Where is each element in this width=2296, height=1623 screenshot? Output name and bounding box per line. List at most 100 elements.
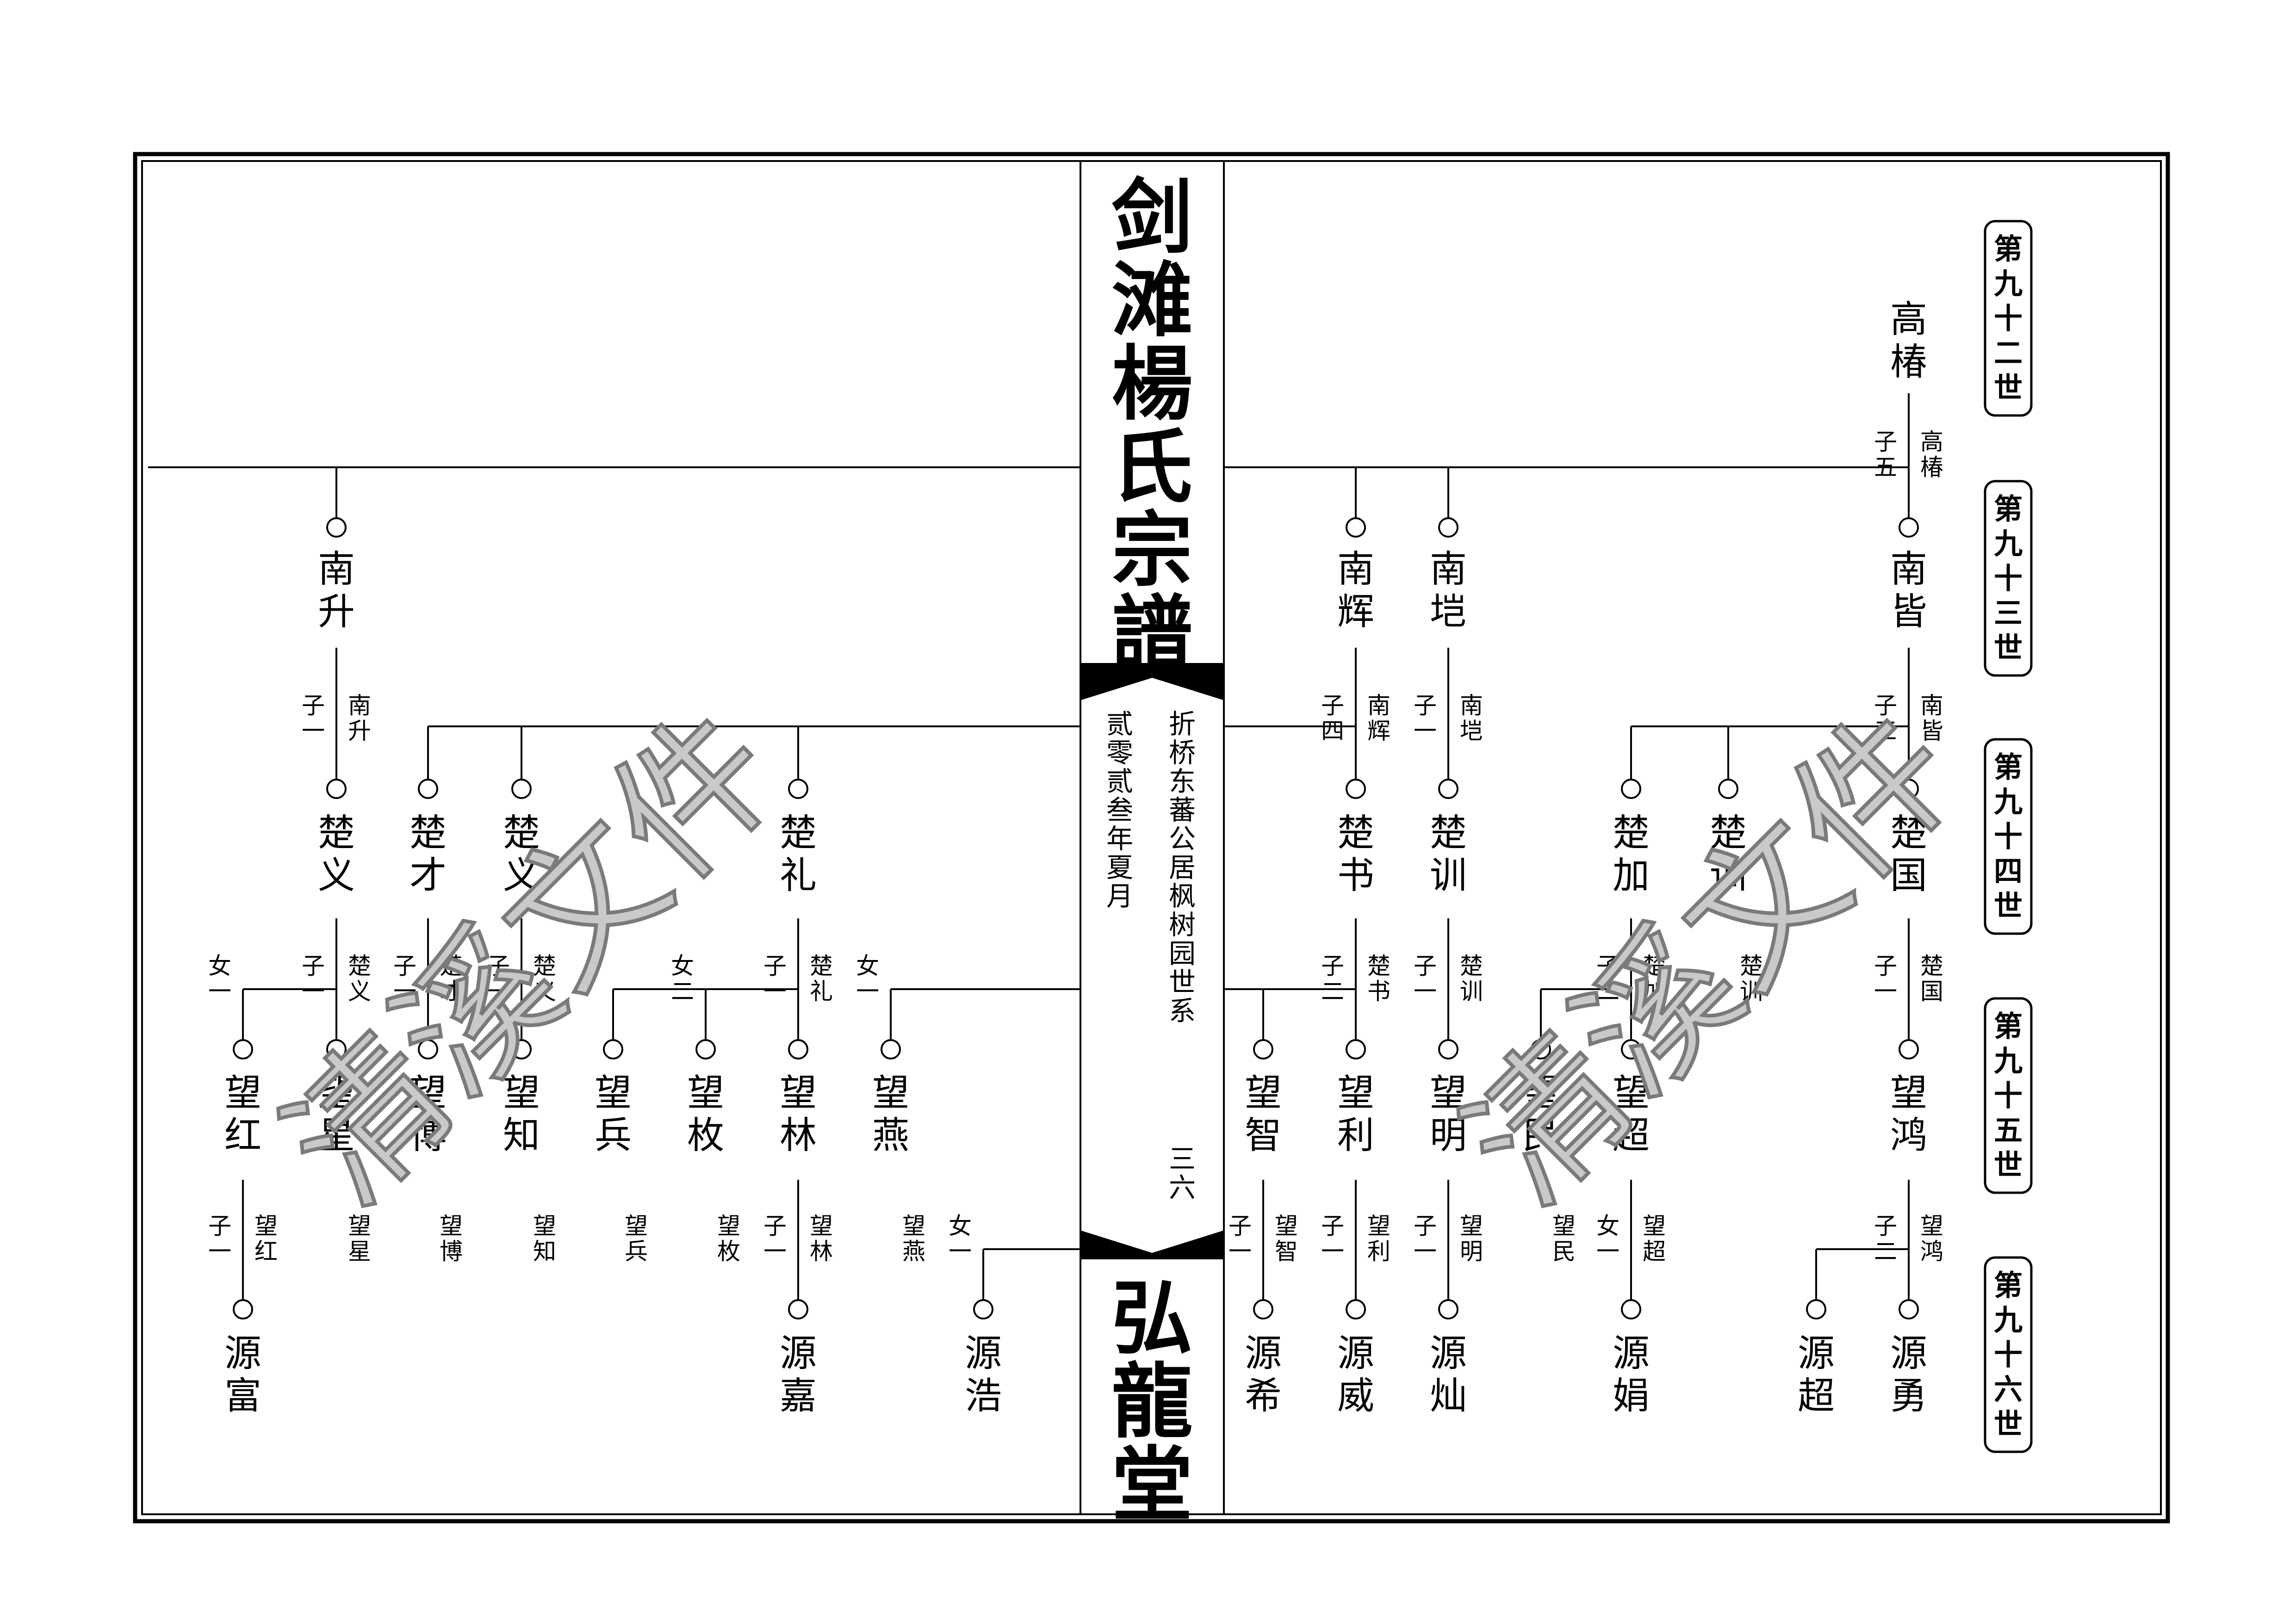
person-wangmin-char: 民 <box>1522 1114 1559 1157</box>
person-wanglin-char: 望 <box>780 1072 817 1115</box>
date-line-text-char: 贰 <box>1106 766 1133 797</box>
parent-label-l_wanghong_l-char: 红 <box>254 1238 278 1265</box>
parent-label-l_chuli: 楚礼 <box>810 953 833 1005</box>
person-chuyi-char: 楚 <box>318 812 355 855</box>
person-yuanfu: 源富 <box>224 1332 261 1418</box>
person-wangli-char: 望 <box>1337 1072 1374 1115</box>
person-node <box>1899 1039 1919 1059</box>
parent-label-l_wangli: 望利 <box>1367 1213 1390 1265</box>
parent-label-l_chuyi2-char: 楚 <box>533 953 556 979</box>
branch-line-text-char: 公 <box>1169 823 1196 855</box>
person-chuyi-char: 义 <box>318 854 355 897</box>
person-wanglin-char: 林 <box>780 1114 817 1157</box>
person-node <box>695 1039 716 1059</box>
count-label-l_nanhui-char: 子 <box>1321 692 1344 719</box>
parent-label-l_wangli-char: 望 <box>1367 1213 1390 1239</box>
person-wangyan: 望燕 <box>872 1072 909 1157</box>
count-label-l_nanjie-char: 三 <box>1874 718 1897 744</box>
count-label-l_wanglin-char: 子 <box>763 1213 787 1239</box>
generation-badge-char: 九 <box>1994 1044 2023 1078</box>
person-wangming-char: 明 <box>1430 1114 1467 1157</box>
parent-label-l_wangmei-char: 枚 <box>717 1238 740 1265</box>
person-chuli-char: 礼 <box>780 854 817 897</box>
parent-label-l_wangzhi_r: 望智 <box>1275 1213 1298 1265</box>
parent-label-l_chuguo: 楚国 <box>1920 953 1943 1005</box>
person-yuanchao-char: 源 <box>1798 1332 1835 1375</box>
count-label-l_chuli-char: 一 <box>763 978 787 1005</box>
date-line-text-char: 年 <box>1106 823 1133 855</box>
person-yuanhao-char: 浩 <box>965 1375 1002 1418</box>
person-node <box>1438 1039 1458 1059</box>
count-label-l_wanghong_l: 子一 <box>208 1213 231 1265</box>
parent-label-l_chujia: 楚加 <box>1643 953 1666 1005</box>
person-wangbing: 望兵 <box>595 1072 632 1157</box>
parent-label-l_wangchao-char: 望 <box>1643 1213 1666 1239</box>
person-wangzhi_r-char: 望 <box>1245 1072 1282 1115</box>
branch-line-text-char: 桥 <box>1169 737 1196 768</box>
parent-label-l_wangyan-char: 燕 <box>902 1238 925 1265</box>
parent-label-l_wangbo-char: 博 <box>440 1238 463 1265</box>
person-yuanfu-char: 源 <box>224 1332 261 1375</box>
person-wangchao-char: 望 <box>1613 1072 1650 1115</box>
parent-label-l_wangchao-char: 超 <box>1643 1238 1666 1265</box>
person-node <box>1531 1039 1551 1059</box>
parent-label-l_chuyi: 楚义 <box>348 953 371 1005</box>
book-title-text-char: 剑 <box>1112 170 1193 265</box>
count-label-l_chuli_f2-char: 女 <box>671 953 694 979</box>
person-nanjie-char: 皆 <box>1890 590 1927 633</box>
parent-label-l_wangxing-char: 望 <box>348 1213 371 1239</box>
parent-label-l_chujia-char: 楚 <box>1643 953 1666 979</box>
count-label-l_chuguo: 子一 <box>1874 953 1897 1005</box>
person-wangli-char: 利 <box>1337 1114 1374 1157</box>
person-yuancan-char: 灿 <box>1430 1375 1467 1418</box>
person-gaochun-char: 椿 <box>1890 341 1927 384</box>
parent-label-l_nansheng: 南升 <box>348 692 371 744</box>
person-gaochun: 高椿 <box>1890 298 1927 384</box>
parent-label-l_chuxun: 楚训 <box>1460 953 1483 1005</box>
parent-label-l_wangming-char: 望 <box>1460 1213 1483 1239</box>
person-yuanyong: 源勇 <box>1890 1332 1927 1418</box>
hall-name-text: 弘龍堂 <box>1112 1271 1193 1533</box>
person-nanhui-char: 南 <box>1337 548 1374 591</box>
person-nansheng-char: 升 <box>318 590 355 633</box>
person-chuyi2-char: 义 <box>503 854 540 897</box>
parent-label-l_wangming: 望明 <box>1460 1213 1483 1265</box>
person-names: 高椿南皆南垲南辉南升楚国楚训楚加楚训楚书楚礼楚义楚才楚义望鸿望超望民望明望利望智… <box>224 298 1927 1418</box>
person-node <box>511 779 532 799</box>
hall-name-text-char: 堂 <box>1112 1438 1193 1533</box>
count-label-l_chuyi2-char: 子 <box>487 953 510 979</box>
branch-line-text-char: 枫 <box>1169 880 1196 912</box>
parent-label-l_wanghong_r-char: 鸿 <box>1920 1238 1943 1265</box>
count-label-l_nankai: 子一 <box>1414 692 1437 744</box>
parent-label-l_nankai-char: 南 <box>1460 692 1483 719</box>
person-nankai-char: 南 <box>1430 548 1467 591</box>
parent-label-l_chuli-char: 礼 <box>810 978 833 1005</box>
generation-badge-char: 第 <box>1994 232 2023 266</box>
count-label-l_nanjie-char: 子 <box>1874 692 1897 719</box>
person-wangchao-char: 超 <box>1613 1114 1650 1157</box>
person-node <box>511 1039 532 1059</box>
count-label-l_chucai-char: 子 <box>393 953 416 979</box>
generation-badge-char: 九 <box>1994 785 2023 819</box>
parent-label-l_gaochun-char: 椿 <box>1920 454 1943 481</box>
person-yuanxi-char: 希 <box>1245 1375 1282 1418</box>
parent-label-l_wangbing-char: 兵 <box>625 1238 648 1265</box>
person-wangchao: 望超 <box>1613 1072 1650 1157</box>
count-label-l_gaochun-char: 子 <box>1874 428 1897 455</box>
person-yuanjia: 源嘉 <box>780 1332 817 1418</box>
branch-line-text-char: 折 <box>1169 708 1196 740</box>
person-node <box>1438 779 1458 799</box>
count-label-l_nanhui-char: 四 <box>1321 718 1344 744</box>
person-chujia-char: 楚 <box>1613 812 1650 855</box>
page-number-text: 三六 <box>1169 1143 1196 1203</box>
person-wangming-char: 望 <box>1430 1072 1467 1115</box>
person-wangyan-char: 燕 <box>872 1114 909 1157</box>
person-chuguo-char: 楚 <box>1890 812 1927 855</box>
